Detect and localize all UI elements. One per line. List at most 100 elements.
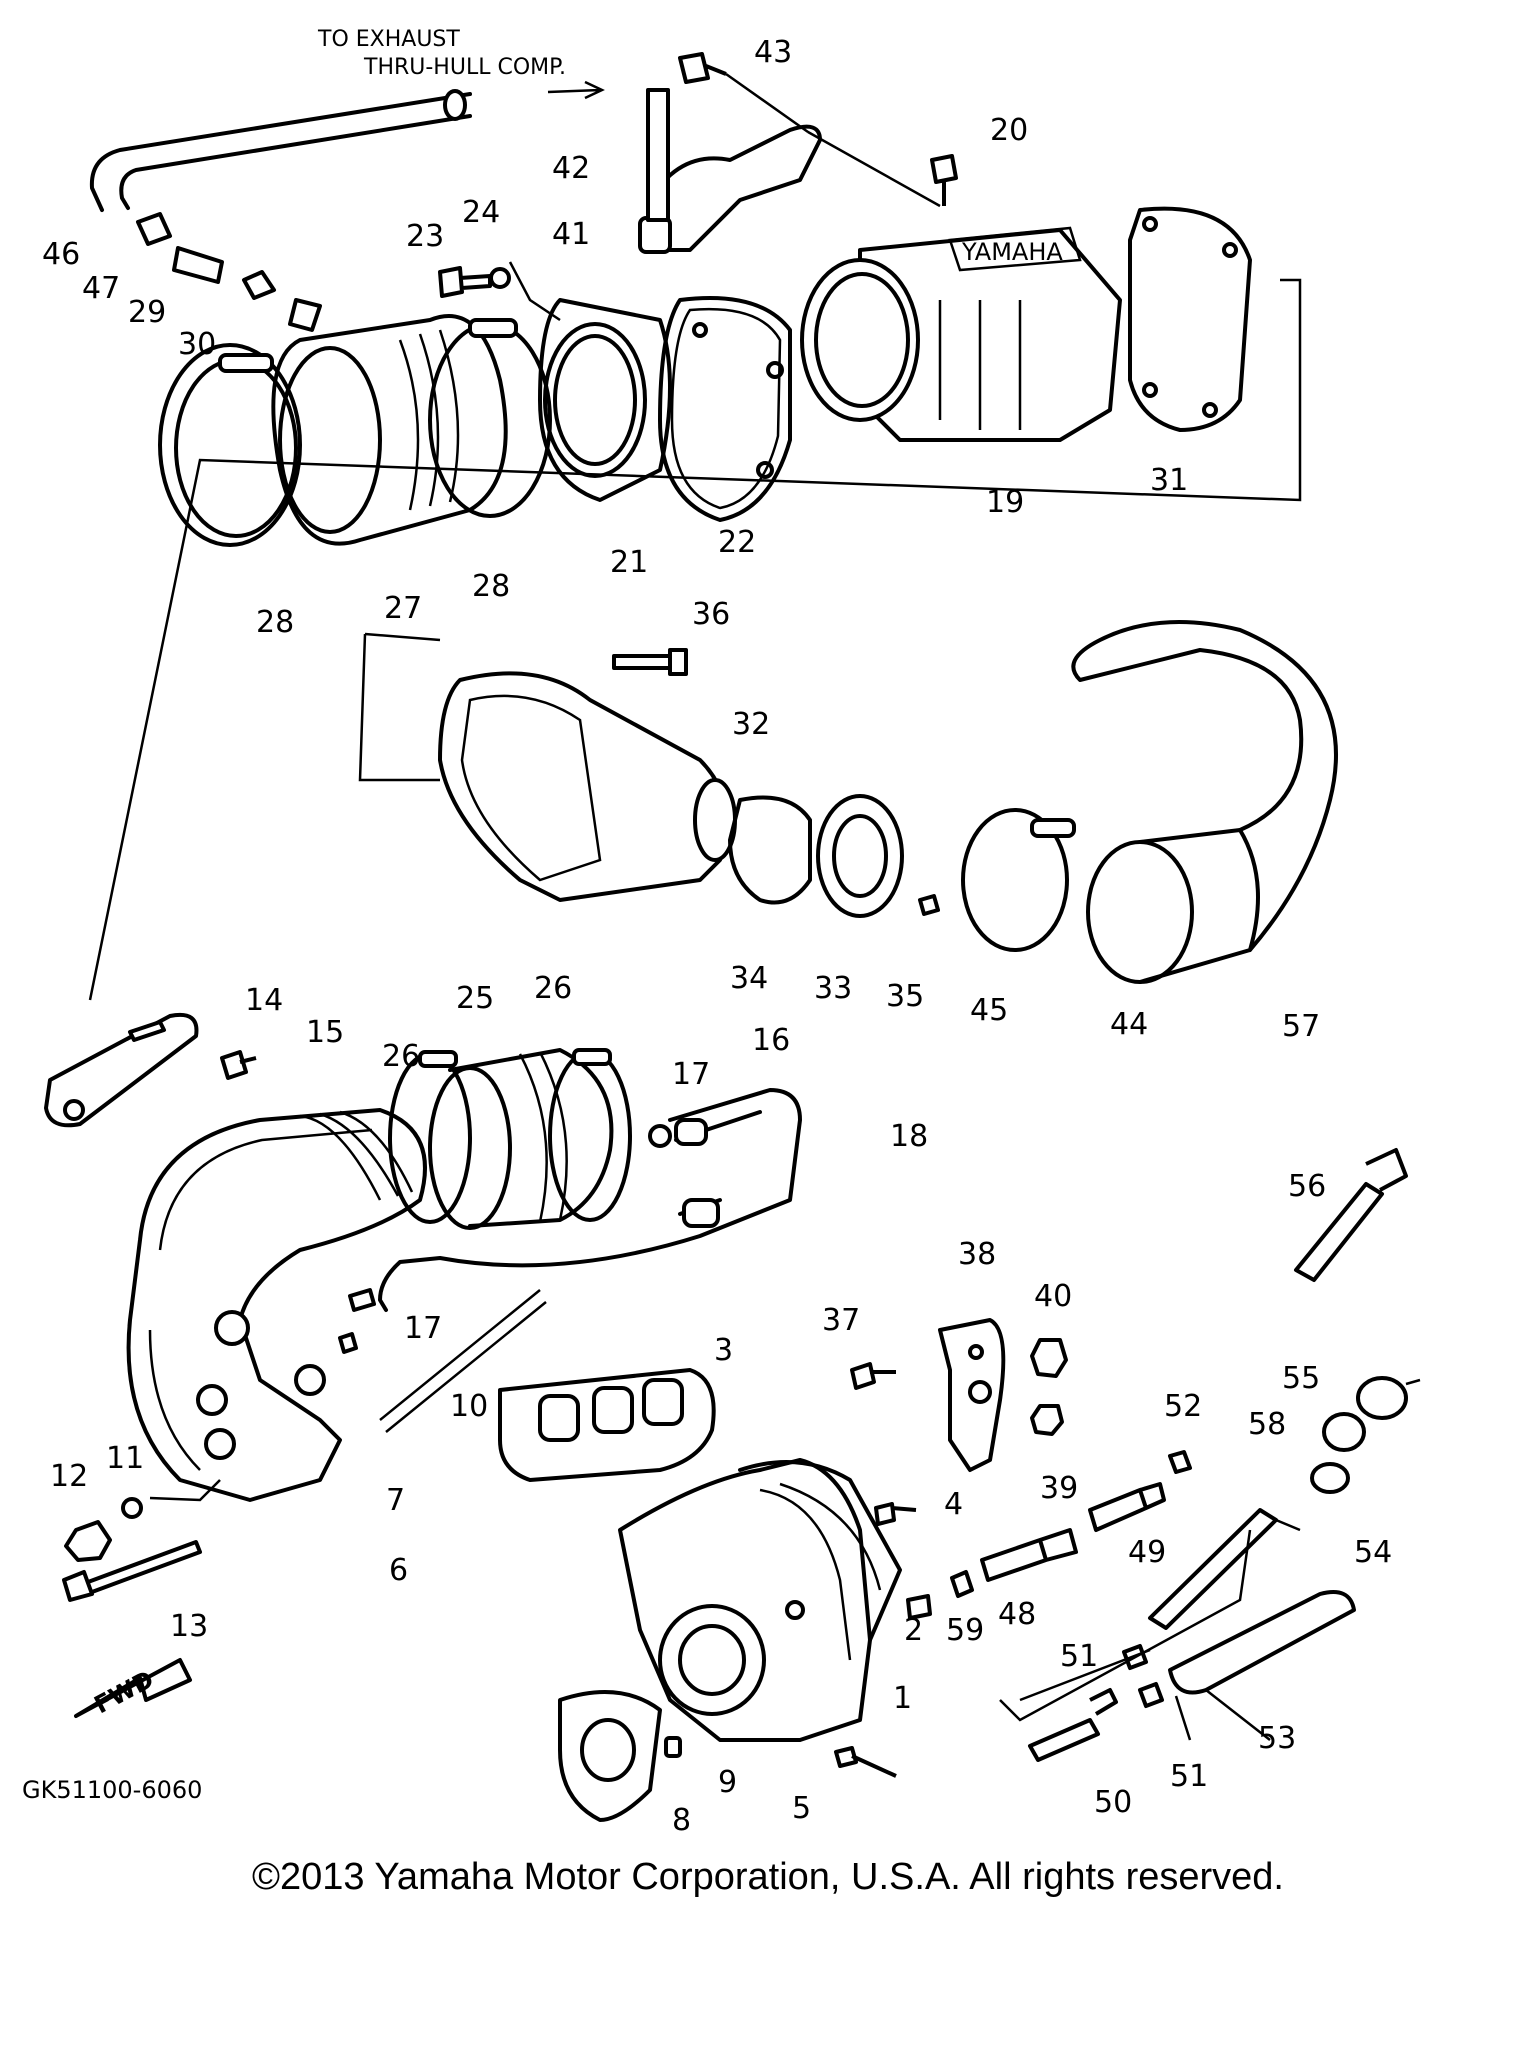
callout-55: 55: [1282, 1361, 1320, 1396]
fwd-arrow-icon: [74, 1658, 192, 1718]
flange-21: [538, 298, 672, 502]
callout-24: 24: [462, 195, 500, 230]
callout-35: 35: [886, 979, 924, 1014]
bolt-7: [338, 1332, 358, 1354]
nut-55: [1356, 1376, 1408, 1420]
clamp-28-left: [158, 343, 302, 547]
fwd-label: FWD: [90, 1665, 159, 1719]
bolt-2: [906, 1594, 932, 1620]
nut-12: [64, 1520, 112, 1562]
clamp-45: [961, 808, 1069, 952]
callout-27: 27: [384, 591, 422, 626]
bolt-42: [646, 88, 670, 222]
callout-41: 41: [552, 217, 590, 252]
bolt-36: [612, 648, 688, 676]
washer-24: [489, 267, 511, 289]
callout-12: 12: [50, 1459, 88, 1494]
gasket-22: [658, 296, 792, 522]
exhaust-chamber-32: [438, 671, 729, 902]
callout-3: 3: [714, 1333, 733, 1368]
hose-46: [89, 92, 472, 212]
callout-2: 2: [904, 1613, 923, 1648]
diagram-code: GK51100-6060: [22, 1776, 202, 1804]
copyright-notice: ©2013 Yamaha Motor Corporation, U.S.A. A…: [252, 1856, 1284, 1898]
svg-text:YAMAHA: YAMAHA: [961, 238, 1063, 266]
callout-23: 23: [406, 219, 444, 254]
clamp-17-lower: [348, 1288, 376, 1312]
callout-26-left: 26: [382, 1039, 420, 1074]
callout-37: 37: [822, 1303, 860, 1338]
gasket-31: [1128, 206, 1252, 432]
bracket-41: [648, 124, 822, 252]
callout-29: 29: [128, 295, 166, 330]
callout-54: 54: [1354, 1535, 1392, 1570]
callout-40: 40: [1034, 1279, 1072, 1314]
callout-11: 11: [106, 1441, 144, 1476]
bolt-5: [834, 1746, 897, 1778]
callout-5: 5: [792, 1791, 811, 1826]
clamp-47: [136, 212, 172, 246]
callout-8: 8: [672, 1803, 691, 1838]
callout-59: 59: [946, 1613, 984, 1648]
clamp-52: [1168, 1450, 1192, 1474]
sleeve-44: [1086, 840, 1194, 984]
callout-14: 14: [245, 983, 283, 1018]
callout-19: 19: [986, 485, 1024, 520]
callout-56: 56: [1288, 1169, 1326, 1204]
callout-58: 58: [1248, 1407, 1286, 1442]
fitting-56: [1294, 1148, 1408, 1282]
exhaust-direction-arrow: [547, 80, 605, 100]
callout-48: 48: [998, 1597, 1036, 1632]
callout-labels: 1 2 3 4 5 6 7 8 9 10 11 12 13 14 15 16 1…: [42, 35, 1392, 1838]
callout-31: 31: [1150, 463, 1188, 498]
callout-16: 16: [752, 1023, 790, 1058]
fitting-48: [980, 1528, 1078, 1582]
callout-13: 13: [170, 1609, 208, 1644]
bolt-4: [874, 1502, 917, 1526]
callout-6: 6: [389, 1553, 408, 1588]
callout-28-right: 28: [472, 569, 510, 604]
callout-57: 57: [1282, 1009, 1320, 1044]
gasket-8: [558, 1690, 662, 1822]
nut-39: [1030, 1404, 1064, 1436]
callout-38: 38: [958, 1237, 996, 1272]
callout-4: 4: [944, 1487, 963, 1522]
bolt-13: [62, 1540, 202, 1602]
clamp-59: [950, 1570, 974, 1598]
callout-47: 47: [82, 271, 120, 306]
stud-10: [379, 1289, 547, 1433]
callout-25: 25: [456, 981, 494, 1016]
nut-58: [1322, 1412, 1366, 1452]
callout-36: 36: [692, 597, 730, 632]
hose-16: [674, 1118, 708, 1146]
callout-21: 21: [610, 545, 648, 580]
clamp-17-upper: [648, 1124, 672, 1148]
callout-51-lower: 51: [1170, 1759, 1208, 1794]
callout-26-right: 26: [534, 971, 572, 1006]
callout-30: 30: [178, 327, 216, 362]
bracket-14: [44, 1013, 199, 1128]
callout-50: 50: [1094, 1785, 1132, 1820]
fitting-29: [172, 246, 224, 284]
gasket-34: [728, 795, 812, 905]
callout-34: 34: [730, 961, 768, 996]
callout-46: 46: [42, 237, 80, 272]
washer-11: [121, 1497, 143, 1519]
exhaust-pipe-6: [126, 1108, 427, 1502]
callout-17-upper: 17: [672, 1057, 710, 1092]
nut-40: [1030, 1338, 1068, 1378]
fitting-49: [1088, 1482, 1166, 1532]
callout-17-lower: 17: [404, 1311, 442, 1346]
callout-45: 45: [970, 993, 1008, 1028]
hose-54: [1148, 1508, 1278, 1630]
callout-44: 44: [1110, 1007, 1148, 1042]
hose-57: [1071, 620, 1338, 952]
callout-1: 1: [893, 1681, 912, 1716]
bracket-38: [938, 1318, 1006, 1472]
bolt-43: [678, 52, 727, 84]
callout-18: 18: [890, 1119, 928, 1154]
callout-15: 15: [306, 1015, 344, 1050]
bolt-23: [438, 266, 492, 298]
callout-49: 49: [1128, 1535, 1166, 1570]
